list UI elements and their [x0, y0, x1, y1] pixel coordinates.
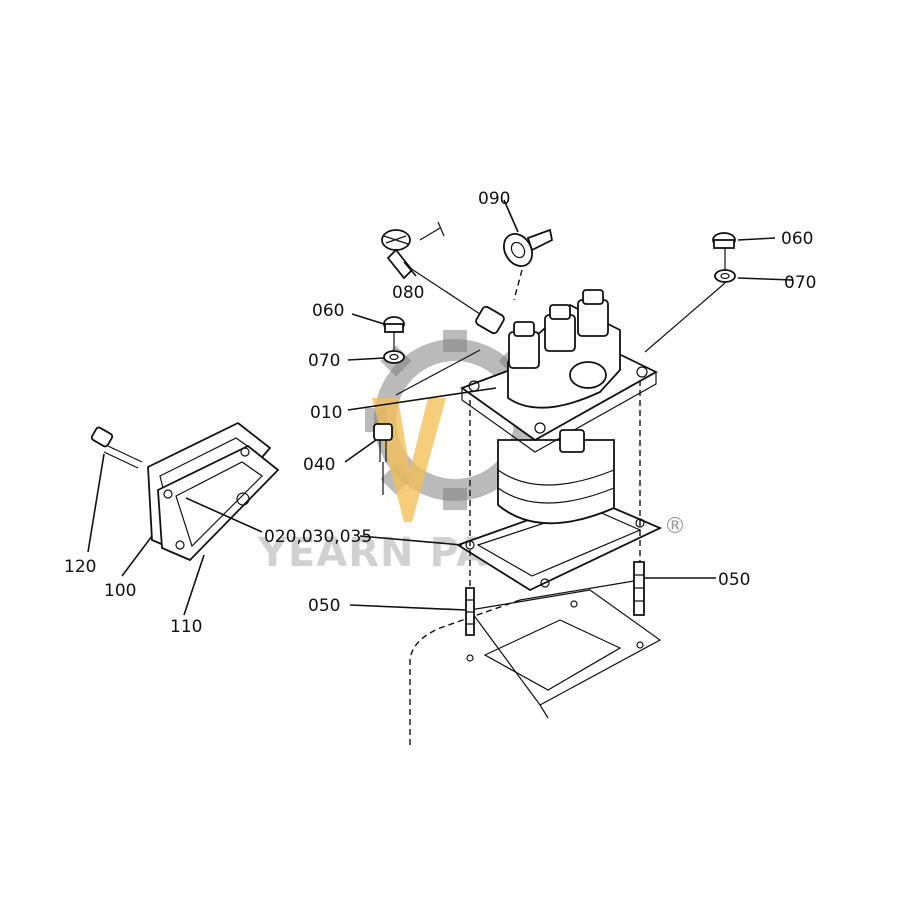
callout-070-left: 070	[308, 351, 340, 371]
registered-mark-icon: ®	[664, 514, 686, 539]
banjo-fitting	[502, 228, 554, 301]
bolt-040	[373, 423, 393, 495]
callout-090: 090	[478, 189, 510, 209]
leader-lines	[87, 199, 793, 616]
stud-right	[633, 380, 645, 649]
engine-block	[409, 579, 662, 745]
callout-040: 040	[303, 455, 335, 475]
nut-washer-right	[644, 232, 736, 353]
callout-080: 080	[392, 283, 424, 303]
injection-pump	[460, 289, 658, 525]
bolt-120	[90, 426, 143, 469]
callout-060-left: 060	[312, 301, 344, 321]
callout-100: 100	[104, 581, 136, 601]
callout-120: 120	[64, 557, 96, 577]
delivery-valve-holders	[508, 289, 609, 369]
callout-060-right: 060	[781, 229, 813, 249]
callout-110: 110	[170, 617, 202, 637]
callout-070-right: 070	[784, 273, 816, 293]
callout-labels: 090 080 060 070 060 070 010 040 020,030,…	[64, 189, 816, 637]
cover-gasket	[157, 444, 280, 562]
callout-050-left: 050	[308, 596, 340, 616]
callout-020-030-035: 020,030,035	[264, 527, 372, 547]
callout-010: 010	[310, 403, 342, 423]
stud-left	[465, 400, 475, 636]
gear-fitting	[381, 221, 505, 335]
callout-050-right: 050	[718, 570, 750, 590]
